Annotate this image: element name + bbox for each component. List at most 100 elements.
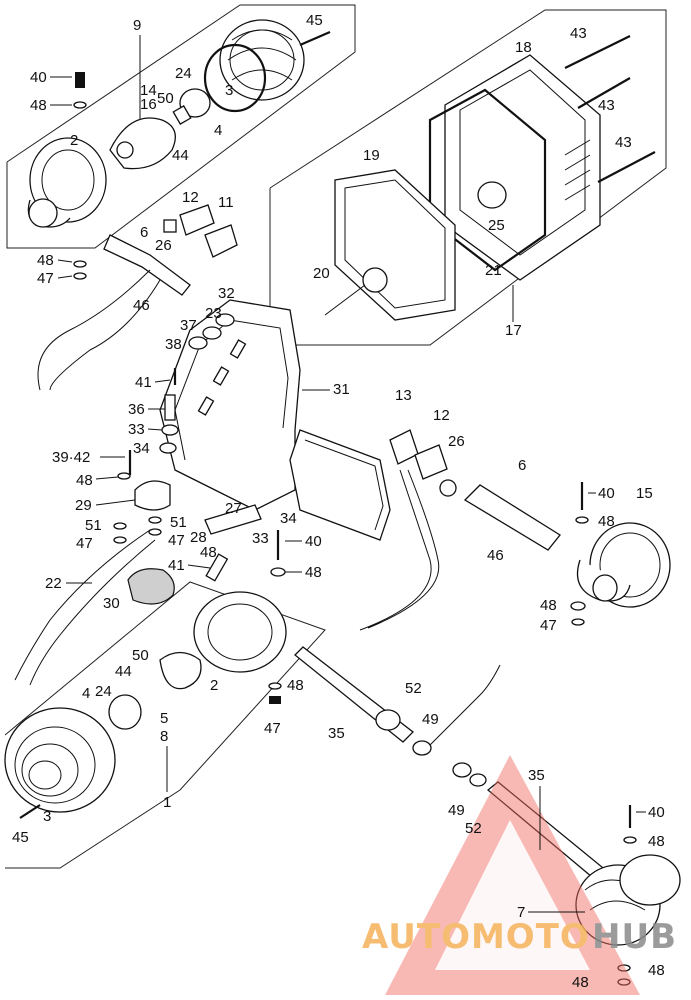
part-number-43: 43: [615, 134, 632, 151]
part-number-4: 4: [82, 685, 90, 702]
part-number-40: 40: [305, 533, 322, 550]
right-winker-assembly: [359, 429, 671, 631]
part-number-47: 47: [540, 617, 557, 634]
part-number-20: 20: [313, 265, 330, 282]
part-number-30: 30: [103, 595, 120, 612]
part-number-3: 3: [43, 808, 51, 825]
watermark-triangle-inner: [435, 820, 590, 970]
front-winker-assembly: [27, 19, 331, 391]
part-number-47: 48: [572, 974, 589, 991]
part-number-40: 40: [598, 485, 615, 502]
part-number-9: 9: [133, 17, 141, 34]
part-number-48: 48: [200, 544, 217, 561]
part-number-48: 48: [648, 962, 665, 979]
part-number-34: 34: [280, 510, 297, 527]
part-number-48: 48: [76, 472, 93, 489]
part-number-1: 1: [163, 794, 171, 811]
part-number-36: 36: [128, 401, 145, 418]
part-number-43: 43: [598, 97, 615, 114]
part-number-47: 47: [264, 720, 281, 737]
part-number-2: 2: [70, 132, 78, 149]
part-number-16: 16: [140, 96, 157, 113]
part-number-48: 48: [287, 677, 304, 694]
part-number-48: 48: [30, 97, 47, 114]
part-number-51: 51: [85, 517, 102, 534]
part-number-26: 26: [155, 237, 172, 254]
part-number-48: 48: [540, 597, 557, 614]
part-number-52: 52: [405, 680, 422, 697]
part-number-6: 6: [140, 224, 148, 241]
part-number-24: 24: [175, 65, 192, 82]
part-number-44: 44: [115, 663, 132, 680]
part-number-7: 7: [517, 904, 525, 921]
part-number-50: 50: [132, 647, 149, 664]
part-number-12: 12: [182, 189, 199, 206]
automotohub-watermark: AUTOMOTO HUB: [362, 755, 677, 995]
part-number-35: 35: [528, 767, 545, 784]
watermark-text-left: AUTOMOTO: [362, 917, 590, 957]
part-number-22: 22: [45, 575, 62, 592]
part-number-48: 48: [37, 252, 54, 269]
front-left-winker-frame: [6, 4, 356, 249]
part-number-6: 6: [518, 457, 526, 474]
part-number-46: 46: [487, 547, 504, 564]
part-number-48: 48: [305, 564, 322, 581]
part-number-15: 15: [636, 485, 653, 502]
part-number-23: 23: [205, 305, 222, 322]
part-number-3: 3: [225, 82, 233, 99]
rear-left-winker-assembly: [4, 591, 287, 819]
part-number-40: 40: [648, 804, 665, 821]
winker-stays: [294, 646, 681, 986]
bracket-assembly: [14, 29, 391, 686]
part-number-2: 2: [210, 677, 218, 694]
part-number-8: 8: [160, 728, 168, 745]
part-number-25: 25: [488, 217, 505, 234]
part-number-31: 31: [333, 381, 350, 398]
part-number-49: 49: [422, 711, 439, 728]
part-number-14: 14: [140, 82, 157, 99]
part-number-18: 18: [515, 39, 532, 56]
part-number-19: 19: [363, 147, 380, 164]
part-number-17: 17: [505, 322, 522, 339]
part-number-29: 29: [75, 497, 92, 514]
part-number-45: 45: [12, 829, 29, 846]
part-number-39-42: 39·42: [52, 449, 90, 466]
part-number-24: 24: [95, 683, 112, 700]
part-number-34: 34: [133, 440, 150, 457]
rear-left-winker-frame: [4, 581, 326, 869]
part-number-33: 33: [128, 421, 145, 438]
part-number-45: 45: [306, 12, 323, 29]
part-number-48: 48: [598, 513, 615, 530]
part-number-28: 28: [190, 529, 207, 546]
part-number-21: 21: [485, 262, 502, 279]
part-number-51: 51: [170, 514, 187, 531]
part-number-47: 47: [168, 532, 185, 549]
part-number-41: 41: [168, 557, 185, 574]
part-number-35: 35: [328, 725, 345, 742]
part-number-47: 47: [76, 535, 93, 552]
part-number-38: 38: [165, 336, 182, 353]
part-number-11: 11: [218, 194, 234, 211]
part-number-40: 40: [30, 69, 47, 86]
part-number-37: 37: [180, 317, 197, 334]
part-number-43: 43: [570, 25, 587, 42]
part-number-13: 13: [395, 387, 412, 404]
part-number-44: 44: [172, 147, 189, 164]
part-number-50: 50: [157, 90, 174, 107]
tail-light-assembly: [324, 35, 656, 321]
part-number-52: 52: [465, 820, 482, 837]
part-number-27: 27: [225, 500, 242, 517]
part-number-49: 49: [448, 802, 465, 819]
part-number-47: 47: [37, 270, 54, 287]
part-number-46: 46: [133, 297, 150, 314]
part-number-12: 12: [433, 407, 450, 424]
part-number-5: 5: [160, 710, 168, 727]
part-number-26: 26: [448, 433, 465, 450]
part-labels: 9 45 40 48 24 14 16 50 3 4 2 44 12 11 6 …: [12, 12, 665, 991]
part-number-48: 48: [648, 833, 665, 850]
part-number-41: 41: [135, 374, 152, 391]
part-number-4: 4: [214, 122, 222, 139]
part-number-33: 33: [252, 530, 269, 547]
watermark-text-right: HUB: [592, 917, 677, 957]
